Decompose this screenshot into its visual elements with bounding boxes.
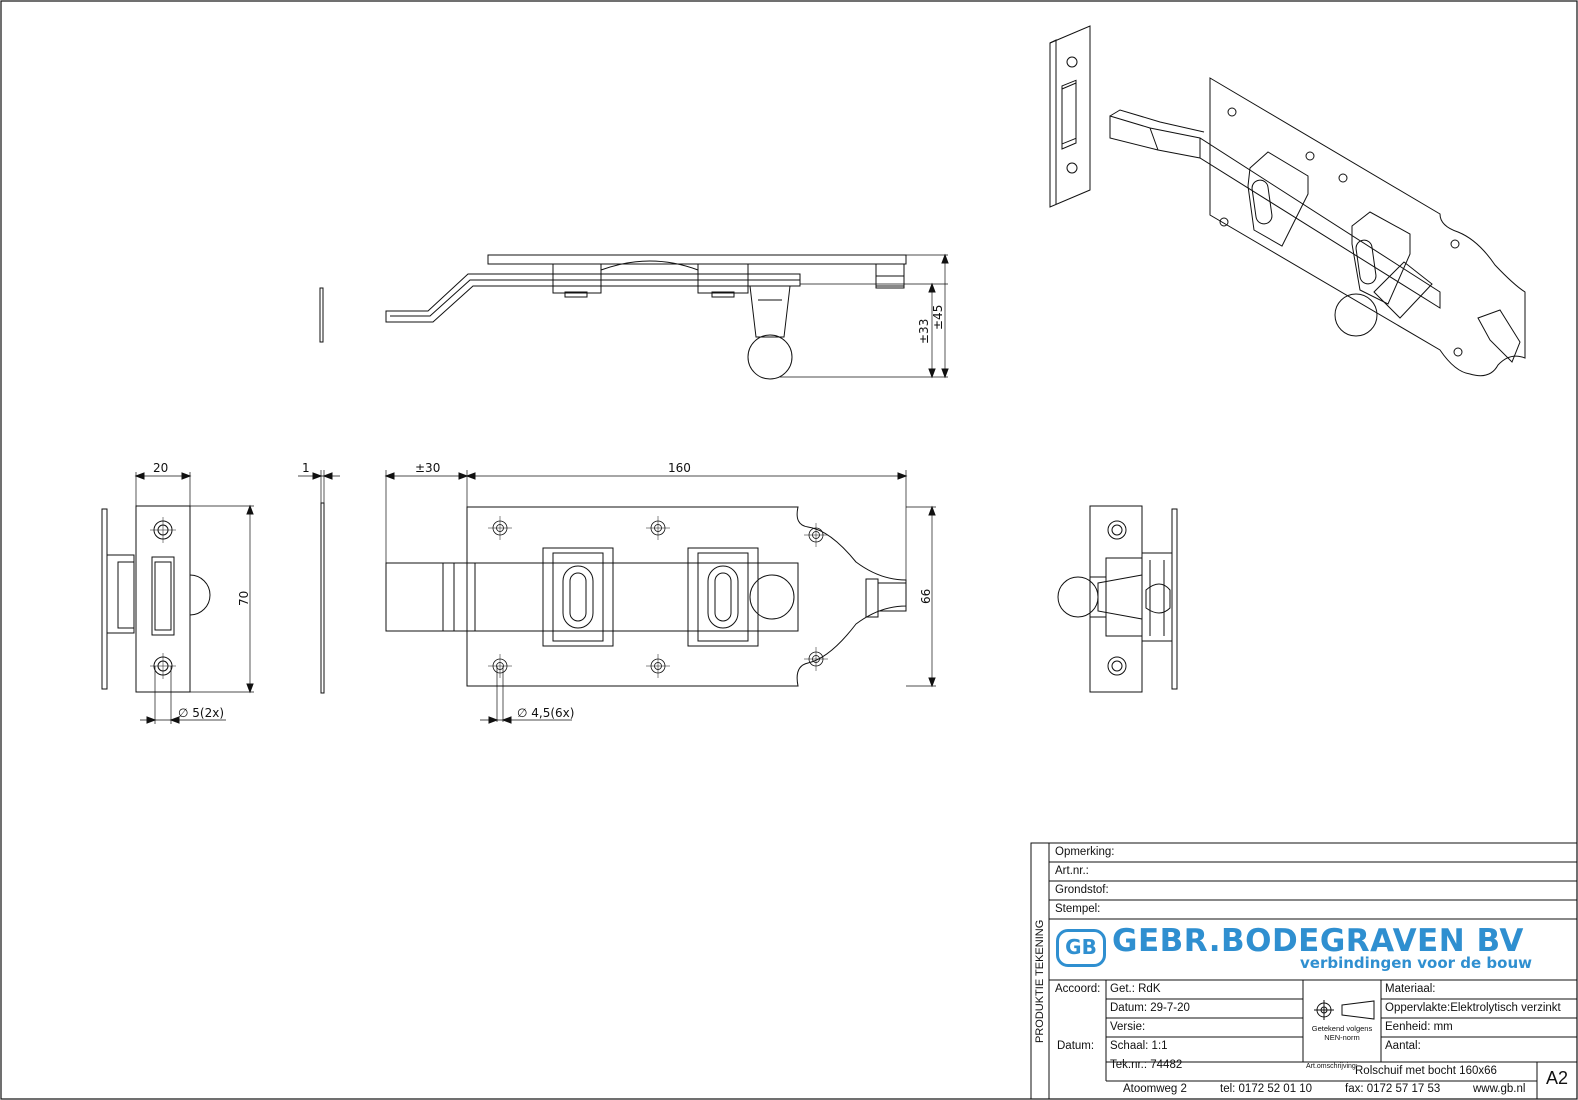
address: Atoomweg 2 (1123, 1083, 1187, 1095)
art-omschrijving-label: Art.omschrijving: (1306, 1063, 1358, 1070)
datum-field: Datum: 29-7-20 (1110, 1002, 1190, 1014)
dim-bolt-extension: ±30 (415, 461, 440, 475)
dim-knob-33: ±33 (917, 319, 931, 344)
website: www.gb.nl (1473, 1083, 1526, 1095)
fax: fax: 0172 57 17 53 (1345, 1083, 1441, 1095)
isometric-view-drawing (1049, 25, 1526, 377)
art-omschrijving-field: Rolschuif met bocht 160x66 (1355, 1065, 1497, 1077)
aantal-field: Aantal: (1385, 1040, 1421, 1052)
dim-plate-thickness: 1 (302, 461, 310, 475)
company-logo-mark: GB (1056, 929, 1106, 967)
art-nr-label: Art.nr.: (1055, 865, 1089, 877)
strike-plate-view (101, 470, 340, 724)
company-name: GEBR.BODEGRAVEN BV (1112, 923, 1524, 959)
dim-strike-hole: ∅ 5(2x) (178, 706, 224, 720)
phone: tel: 0172 52 01 10 (1220, 1083, 1313, 1095)
versie-field: Versie: (1110, 1021, 1146, 1033)
dim-strike-width: 20 (153, 461, 168, 475)
eenheid-field: Eenheid: mm (1385, 1021, 1453, 1033)
title-block-side-label: PRODUKTIE TEKENING (1034, 919, 1046, 1043)
norm-note: Getekend volgens NEN-norm (1311, 1024, 1373, 1042)
bolt-front-view (384, 470, 936, 724)
getekend-field: Get.: RdK (1110, 983, 1161, 995)
dim-plate-length: 160 (668, 461, 691, 475)
sheet-format: A2 (1546, 1068, 1569, 1088)
side-view-drawing (319, 253, 949, 380)
stempel-label: Stempel: (1055, 903, 1101, 915)
oppervlakte-field: Oppervlakte:Elektrolytisch verzinkt (1385, 1002, 1561, 1014)
end-view-drawing (1057, 505, 1178, 693)
grondstof-label: Grondstof: (1055, 884, 1109, 896)
datum-side-label: Datum: (1057, 1040, 1095, 1052)
schaal-field: Schaal: 1:1 (1110, 1040, 1168, 1052)
dim-strike-height: 70 (237, 591, 251, 606)
dim-plate-height: 66 (919, 589, 933, 604)
opmerking-label: Opmerking: (1055, 846, 1115, 858)
tek-nr-field: Tek.nr.: 74482 (1110, 1059, 1183, 1071)
company-tagline: verbindingen voor de bouw (1300, 954, 1532, 972)
dim-plate-hole: ∅ 4,5(6x) (517, 706, 574, 720)
dim-knob-45: ±45 (931, 305, 945, 330)
accoord-label: Accoord: (1055, 983, 1101, 995)
title-block-frame (1030, 842, 1578, 1100)
materiaal-field: Materiaal: (1385, 983, 1436, 995)
